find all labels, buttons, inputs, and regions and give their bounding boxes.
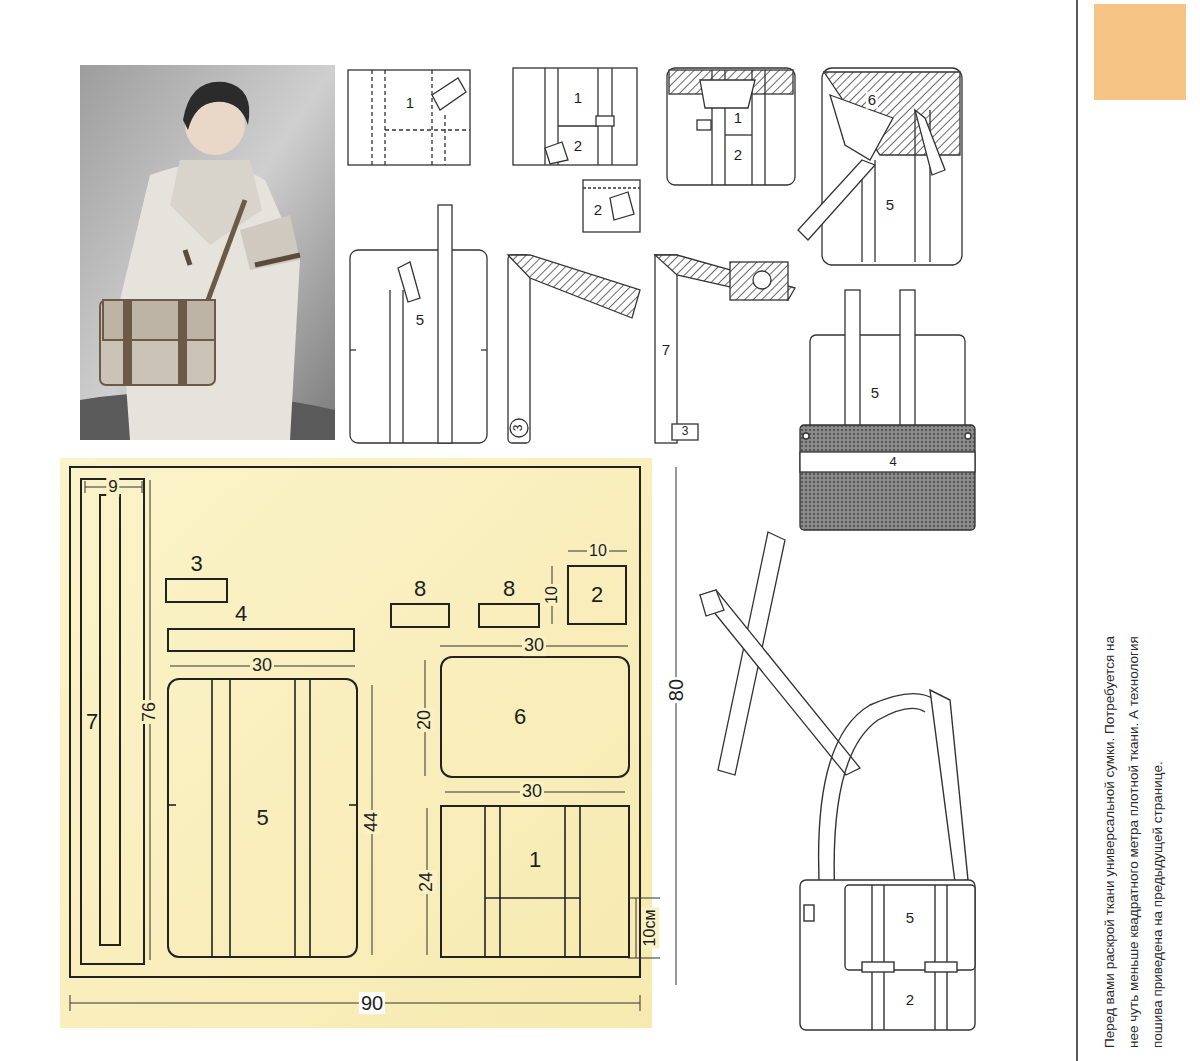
- step-drawing: [508, 255, 640, 443]
- step-drawing: [800, 290, 975, 530]
- label-slot: 24: [417, 870, 437, 894]
- label-slot: 30: [522, 636, 546, 656]
- callout-number: 2: [732, 147, 744, 164]
- label-slot: 5: [414, 312, 426, 329]
- pattern-piece: 1: [440, 805, 630, 958]
- label-slot: 20: [415, 708, 435, 732]
- label-slot: 3: [512, 423, 525, 434]
- callout-number: 2: [572, 138, 584, 155]
- piece-number: 8: [414, 577, 426, 601]
- dimension: 30: [250, 656, 274, 676]
- callout-number: 7: [660, 342, 672, 359]
- label-slot: 30: [520, 782, 544, 802]
- callout-number: 2: [592, 202, 604, 219]
- piece-number: 6: [514, 705, 526, 729]
- callout-number: 1: [572, 90, 584, 107]
- dimension: 30: [520, 782, 544, 802]
- cutting-layout: [60, 458, 676, 1028]
- piece-number: 2: [591, 583, 603, 607]
- label-slot: 6: [866, 92, 878, 109]
- pattern-piece: 7: [80, 478, 145, 965]
- pattern-piece: 4: [167, 628, 355, 652]
- step-drawing: [348, 70, 470, 165]
- dimension: 10: [587, 542, 609, 560]
- label-slot: 30: [250, 656, 274, 676]
- step-drawing: [798, 68, 962, 265]
- strap-drawing: [700, 532, 860, 775]
- label-slot: 5: [869, 385, 881, 402]
- label-slot: 1: [572, 90, 584, 107]
- label-slot: 10см: [641, 908, 659, 949]
- callout-number: 5: [884, 197, 896, 214]
- step-drawing: [667, 68, 795, 185]
- callout-number: 5: [869, 385, 881, 402]
- label-slot: 44: [362, 810, 382, 834]
- callout-number: 3: [512, 423, 525, 434]
- piece-number: 8: [503, 577, 515, 601]
- callout-number: 2: [904, 992, 916, 1009]
- label-slot: 2: [904, 992, 916, 1009]
- label-slot: 76: [140, 700, 160, 724]
- piece-number: 5: [256, 806, 268, 830]
- label-slot: 2: [732, 147, 744, 164]
- label-slot: 5: [884, 197, 896, 214]
- photo: [80, 65, 335, 440]
- step-drawing: [655, 255, 795, 443]
- label-slot: 4: [887, 455, 898, 469]
- piece-number: 4: [235, 602, 247, 626]
- dimension: 10: [543, 584, 561, 606]
- bag-drawing: [800, 690, 975, 1030]
- callout-number: 5: [414, 312, 426, 329]
- pattern-piece: 2: [567, 565, 627, 625]
- dimension: 24: [417, 870, 437, 894]
- label-slot: 10: [543, 584, 561, 606]
- label-slot: 10: [587, 542, 609, 560]
- callout-number: 3: [680, 425, 691, 438]
- label-slot: 3: [680, 425, 691, 438]
- label-slot: 2: [572, 138, 584, 155]
- dimension: 44: [362, 810, 382, 834]
- piece-number: 1: [529, 848, 541, 872]
- pattern-piece: 5: [167, 678, 358, 958]
- piece-number: 3: [190, 552, 202, 576]
- callout-number: 5: [904, 910, 916, 927]
- pattern-piece: 3: [165, 578, 228, 603]
- label-slot: 9: [106, 478, 119, 497]
- dimension: 9: [106, 478, 119, 497]
- label-slot: 80: [665, 677, 687, 703]
- dimension: 20: [415, 708, 435, 732]
- label-slot: 1: [404, 95, 416, 112]
- pattern-piece: 6: [440, 656, 630, 778]
- caption: Перед вами раскрой ткани универсальной с…: [1098, 628, 1170, 1048]
- dimension: 80: [665, 677, 687, 703]
- dimension: 30: [522, 636, 546, 656]
- label-slot: 7: [660, 342, 672, 359]
- label-slot: 5: [904, 910, 916, 927]
- step-drawing: [513, 68, 640, 232]
- dimension: 76: [140, 700, 160, 724]
- piece-number: 7: [86, 710, 98, 734]
- pattern-piece: 8: [390, 603, 450, 628]
- pattern-piece: 8: [478, 603, 540, 628]
- label-slot: 90: [359, 992, 385, 1014]
- dimension: 10см: [641, 908, 659, 949]
- callout-number: 4: [887, 455, 898, 469]
- dimension: 90: [359, 992, 385, 1014]
- callout-number: 1: [404, 95, 416, 112]
- callout-number: 6: [866, 92, 878, 109]
- step-drawing: [350, 205, 487, 443]
- label-slot: 1: [732, 110, 744, 127]
- label-slot: 2: [592, 202, 604, 219]
- callout-number: 1: [732, 110, 744, 127]
